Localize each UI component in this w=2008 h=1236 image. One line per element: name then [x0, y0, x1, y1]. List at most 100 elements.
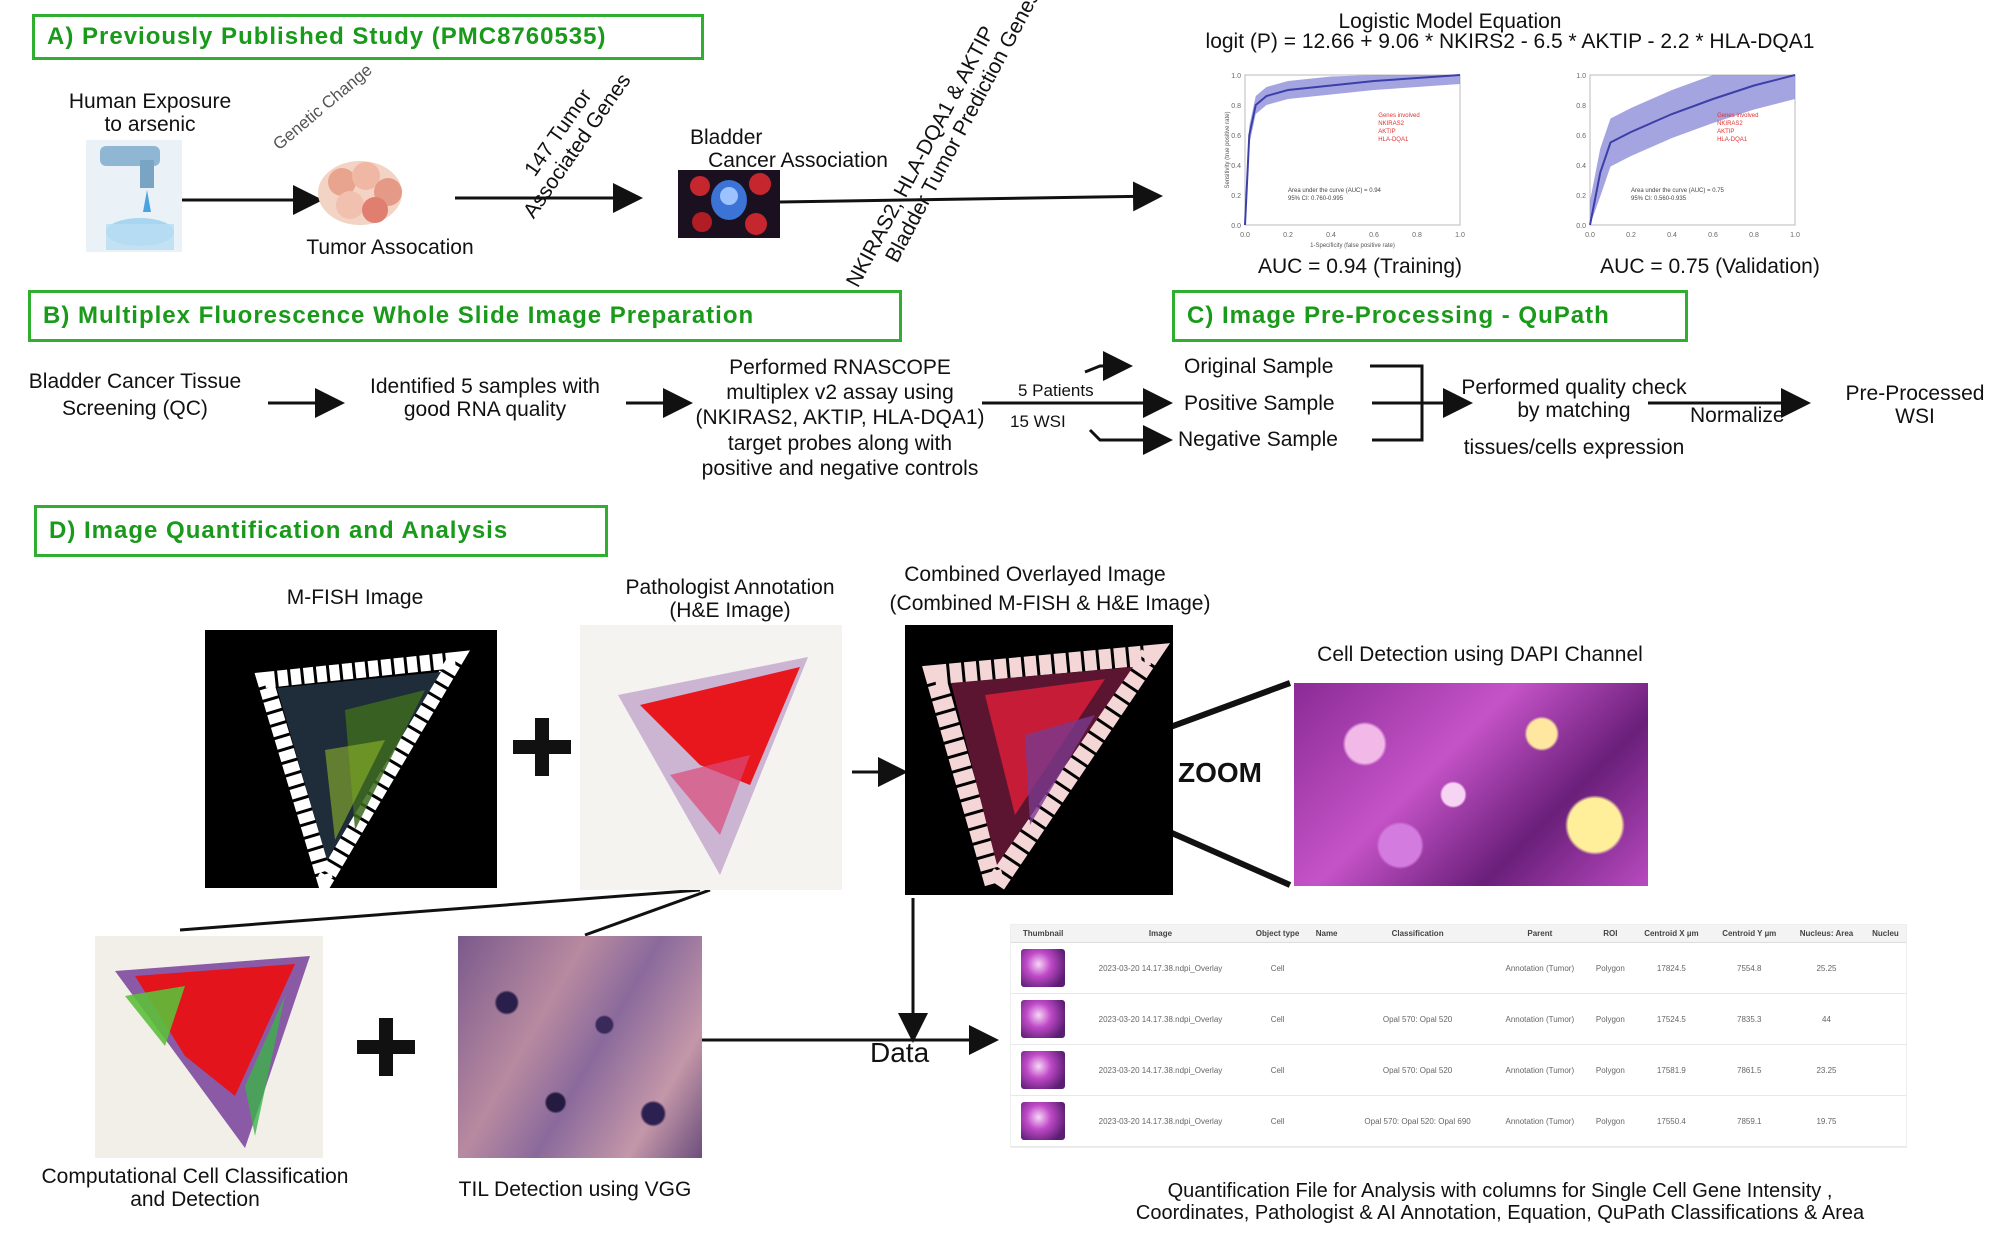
roc-validation-xtick: 0.0	[1585, 232, 1595, 239]
table-cell: Opal 570: Opal 520: Opal 690	[1343, 1095, 1492, 1147]
table-header-cell: Object type	[1245, 925, 1310, 943]
section-b-title: B) Multiplex Fluorescence Whole Slide Im…	[43, 302, 755, 329]
section-c-header: C) Image Pre-Processing - QuPath	[1172, 290, 1688, 342]
arrow-to-negative	[1088, 425, 1173, 455]
auc-validation-label: AUC = 0.75 (Validation)	[1600, 255, 1820, 278]
table-cell: 17524.5	[1632, 993, 1711, 1045]
table-cell: 44	[1788, 993, 1865, 1045]
section-a-header: A) Previously Published Study (PMC876053…	[32, 14, 704, 60]
roc-validation-ytick: 0.0	[1576, 223, 1586, 230]
roc-training-legend-item: HLA-DQA1	[1378, 137, 1409, 143]
table-cell: 2023-03-20 14.17.38.ndpi_Overlay	[1075, 942, 1246, 994]
expand-line-right	[584, 888, 711, 937]
table-cell	[1343, 942, 1492, 994]
table-cell: Annotation (Tumor)	[1491, 942, 1589, 994]
roc-validation-legend-item: Genes involved	[1717, 113, 1758, 119]
roc-validation-ytick: 0.4	[1576, 163, 1586, 170]
roc-validation-xtick: 0.8	[1749, 232, 1759, 239]
plus-icon-lower-vertical	[379, 1018, 393, 1076]
zoom-label: ZOOM	[1178, 757, 1262, 788]
roc-validation-ytick: 1.0	[1576, 73, 1586, 80]
roc-training-legend-item: Genes involved	[1378, 113, 1419, 119]
table-cell: Cell	[1245, 942, 1310, 994]
table-cell	[1309, 1044, 1344, 1096]
roc-training-ytick: 0.2	[1231, 193, 1241, 200]
table-header-cell: Classification	[1343, 925, 1492, 943]
table-cell: 7554.8	[1710, 942, 1789, 994]
roc-validation-annotation: Area under the curve (AUC) = 0.75	[1631, 188, 1725, 194]
expand-line-left	[179, 888, 701, 932]
table-cell	[1864, 1095, 1906, 1147]
table-cell	[1309, 1095, 1344, 1147]
roc-training-xlabel: 1-Specificity (false positive rate)	[1310, 243, 1395, 249]
table-cell: 23.25	[1788, 1044, 1865, 1096]
classification-image	[95, 936, 323, 1158]
he-image	[580, 625, 842, 890]
roc-training-ytick: 0.4	[1231, 163, 1241, 170]
roc-training-xtick: 0.2	[1283, 232, 1293, 239]
roc-training-xtick: 0.8	[1412, 232, 1422, 239]
table-cell: Cell	[1245, 993, 1310, 1045]
roc-training-legend-item: AKTIP	[1378, 129, 1395, 135]
arrow-to-original	[1084, 351, 1133, 381]
table-header-cell: Name	[1309, 925, 1344, 943]
table-cell	[1011, 1095, 1076, 1147]
table-cell: Annotation (Tumor)	[1491, 993, 1589, 1045]
roc-training-xtick: 0.0	[1240, 232, 1250, 239]
roc-validation-curve	[1589, 74, 1796, 226]
roc-validation-legend-item: NKIRAS2	[1717, 121, 1743, 127]
quantification-caption: Quantification File for Analysis with co…	[1135, 1180, 1865, 1224]
cell-thumbnail	[1021, 1000, 1066, 1038]
table-header-cell: Image	[1075, 925, 1246, 943]
table-cell: Polygon	[1588, 1044, 1633, 1096]
cell-thumbnail	[1021, 949, 1066, 987]
table-cell	[1011, 993, 1076, 1045]
table-cell	[1011, 1044, 1076, 1096]
roc-validation-annotation: 95% CI: 0.560-0.935	[1631, 196, 1687, 202]
section-c-title: C) Image Pre-Processing - QuPath	[1187, 302, 1610, 329]
roc-training-ytick: 0.6	[1231, 133, 1241, 140]
section-a-title: A) Previously Published Study (PMC876053…	[47, 23, 607, 50]
roc-validation-xtick: 0.4	[1667, 232, 1677, 239]
table-cell: Opal 570: Opal 520	[1343, 1044, 1492, 1096]
table-header-cell: ROI	[1588, 925, 1633, 943]
roc-training-legend-item: NKIRAS2	[1378, 121, 1404, 127]
table-header-cell: Thumbnail	[1011, 925, 1076, 943]
table-cell: Polygon	[1588, 942, 1633, 994]
cell-thumbnail	[1021, 1102, 1066, 1140]
roc-validation-legend-item: AKTIP	[1717, 129, 1734, 135]
section-d-title: D) Image Quantification and Analysis	[49, 517, 509, 544]
table-cell: 25.25	[1788, 942, 1865, 994]
table-cell: 7835.3	[1710, 993, 1789, 1045]
combined-overlay-image	[905, 625, 1173, 895]
table-cell	[1864, 942, 1906, 994]
roc-training-annotation: 95% CI: 0.760-0.995	[1288, 196, 1344, 202]
table-cell: Opal 570: Opal 520	[1343, 993, 1492, 1045]
til-image	[458, 936, 702, 1158]
arrow-bladder-to-roc	[779, 181, 1163, 212]
roc-training-ytick: 1.0	[1231, 73, 1241, 80]
normalize-label: Normalize	[1690, 404, 1785, 427]
cell-detection-label: Cell Detection using DAPI Channel	[1317, 643, 1643, 666]
original-sample-label: Original Sample	[1184, 355, 1334, 378]
table-cell: Annotation (Tumor)	[1491, 1095, 1589, 1147]
roc-validation-xtick: 1.0	[1790, 232, 1800, 239]
wsi-count-label: 15 WSI	[1010, 412, 1066, 431]
table-cell: 7861.5	[1710, 1044, 1789, 1096]
roc-validation-ci-band	[1590, 75, 1795, 225]
data-label: Data	[870, 1037, 930, 1068]
roc-validation-xtick: 0.6	[1708, 232, 1718, 239]
roc-training-ylabel: Sensitivity (true positive rate)	[1225, 111, 1231, 188]
